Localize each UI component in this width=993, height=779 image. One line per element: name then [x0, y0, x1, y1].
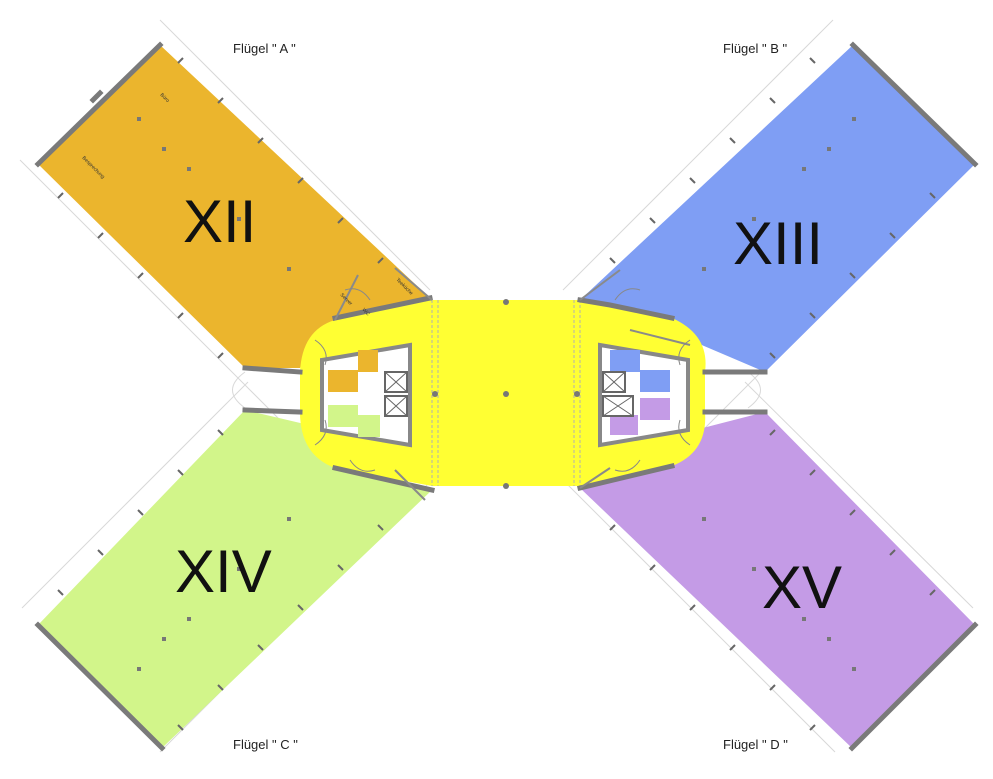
- right-service-core: [598, 342, 690, 448]
- core-grid-lines: [431, 300, 581, 486]
- wing-b-area: [580, 45, 975, 372]
- outer-walls: [34, 41, 979, 752]
- wing-b-number: XIII: [733, 210, 823, 277]
- wing-c-area: [38, 410, 432, 748]
- wing-d-title: Flügel " D ": [723, 737, 788, 752]
- inner-walls: [334, 267, 691, 501]
- left-service-core: [320, 342, 412, 448]
- door-swings: [314, 288, 691, 472]
- wing-d-area: [580, 412, 975, 748]
- wing-a-number: XII: [183, 188, 256, 255]
- facade-ticks: [57, 57, 936, 731]
- wing-b-title: Flügel " B ": [723, 41, 788, 56]
- wing-a-title: Flügel " A ": [233, 41, 296, 56]
- wing-d-number: XV: [762, 554, 842, 621]
- room-label-buero: Büro: [159, 92, 171, 104]
- core-columns: [432, 299, 580, 489]
- wing-c-number: XIV: [175, 538, 272, 605]
- wing-c-title: Flügel " C ": [233, 737, 298, 752]
- wing-a-area: [38, 45, 430, 368]
- wing-columns: [137, 117, 856, 671]
- room-label-wc: WC: [361, 307, 371, 317]
